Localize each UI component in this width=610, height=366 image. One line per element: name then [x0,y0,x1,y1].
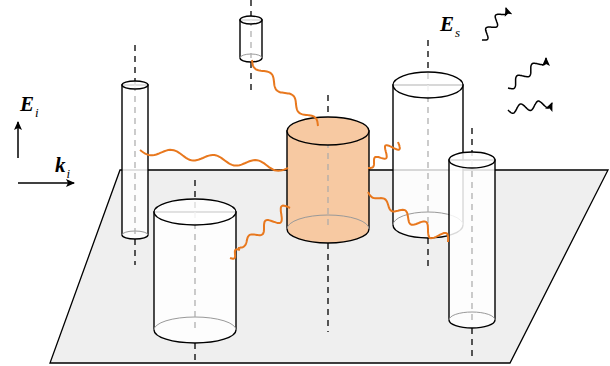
scattered-wave [368,142,400,168]
axis-line [134,45,135,85]
vector-subscript: i [67,166,71,181]
cylinder-top [393,72,463,98]
cylinder-top [154,199,236,225]
vector-label: Es [440,14,460,35]
incident-field-arrow [17,122,19,158]
scattered-wave [252,60,318,126]
wave-vector-arrow [18,182,74,184]
vector-subscript: i [35,105,39,120]
cylinder-top [240,16,262,24]
axis-line [134,239,135,265]
scattered-wave [238,206,290,248]
scattered-field-arrow [508,101,552,113]
scattered-field-arrow [508,58,546,89]
axis-inside [134,85,135,235]
scattered-field-arrow [482,8,507,40]
vector-symbol: E [20,92,34,116]
scattered-wave [140,150,288,171]
vector-symbol: k [55,153,66,177]
cylinder-body [154,212,236,343]
cylinder-top [449,152,495,168]
cylinder-body [240,20,262,62]
axis-inside [194,212,195,330]
cylinder-body [122,85,148,239]
axis-line [250,62,251,95]
cylinder [449,128,495,356]
scattered-wave [230,249,240,258]
axis-inside [427,85,428,225]
cylinder-top [122,81,148,89]
cylinder [122,45,148,265]
vector-label: Ei [20,94,39,115]
vector-symbol: E [440,12,454,36]
cylinder [240,0,262,95]
vector-label: ki [55,155,70,176]
cylinder [154,180,236,362]
cylinder-top [287,117,369,145]
axis-inside [250,20,251,58]
scattered-wave [368,192,448,242]
cylinder-body [449,160,495,328]
axis-line [327,243,328,332]
vector-subscript: s [455,25,460,40]
axis-line [427,238,428,268]
axis-inside [471,160,472,320]
cylinder-body [287,131,369,243]
axis-line [194,343,195,362]
cylinder [287,95,369,332]
axis-line [471,328,472,356]
